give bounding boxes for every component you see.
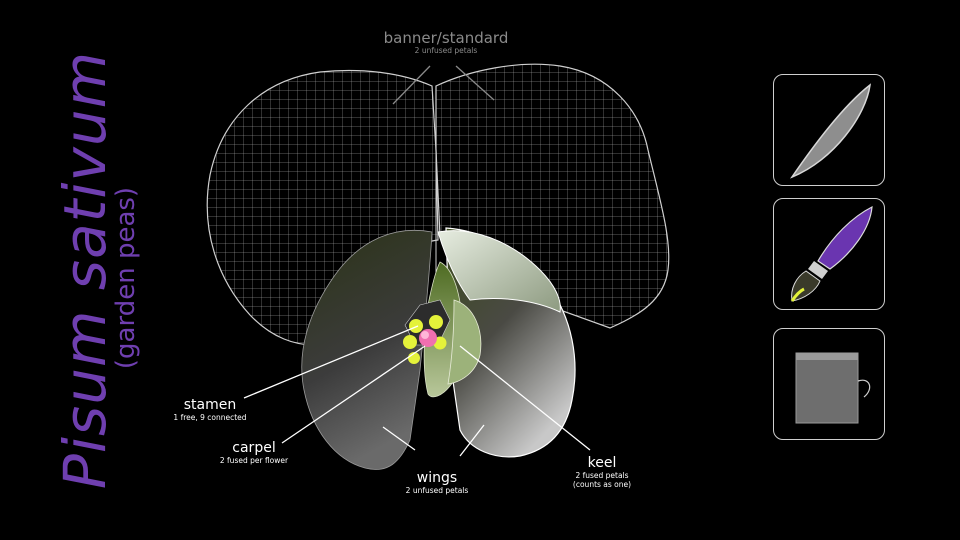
- bag-icon: [795, 352, 871, 424]
- stamen-cluster: [403, 299, 451, 364]
- carpel-center: [419, 329, 437, 347]
- hood-petal: [437, 230, 561, 313]
- wings-label: wings 2 unfused petals: [405, 470, 469, 495]
- paint-brush-tool-button[interactable]: [773, 198, 885, 310]
- stamen-label: stamen 1 free, 9 connected: [173, 397, 247, 422]
- petal-shape-tool-button[interactable]: [773, 74, 885, 186]
- bag-tool-button[interactable]: [773, 328, 885, 440]
- keel-label: keel 2 fused petals (counts as one): [572, 455, 632, 489]
- petal-shape-icon: [789, 83, 871, 179]
- carpel-label: carpel 2 fused per flower: [219, 440, 289, 465]
- paintbrush-icon: [790, 205, 873, 302]
- leader-lines: [243, 65, 591, 457]
- banner-label: banner/standard 2 unfused petals: [383, 29, 509, 55]
